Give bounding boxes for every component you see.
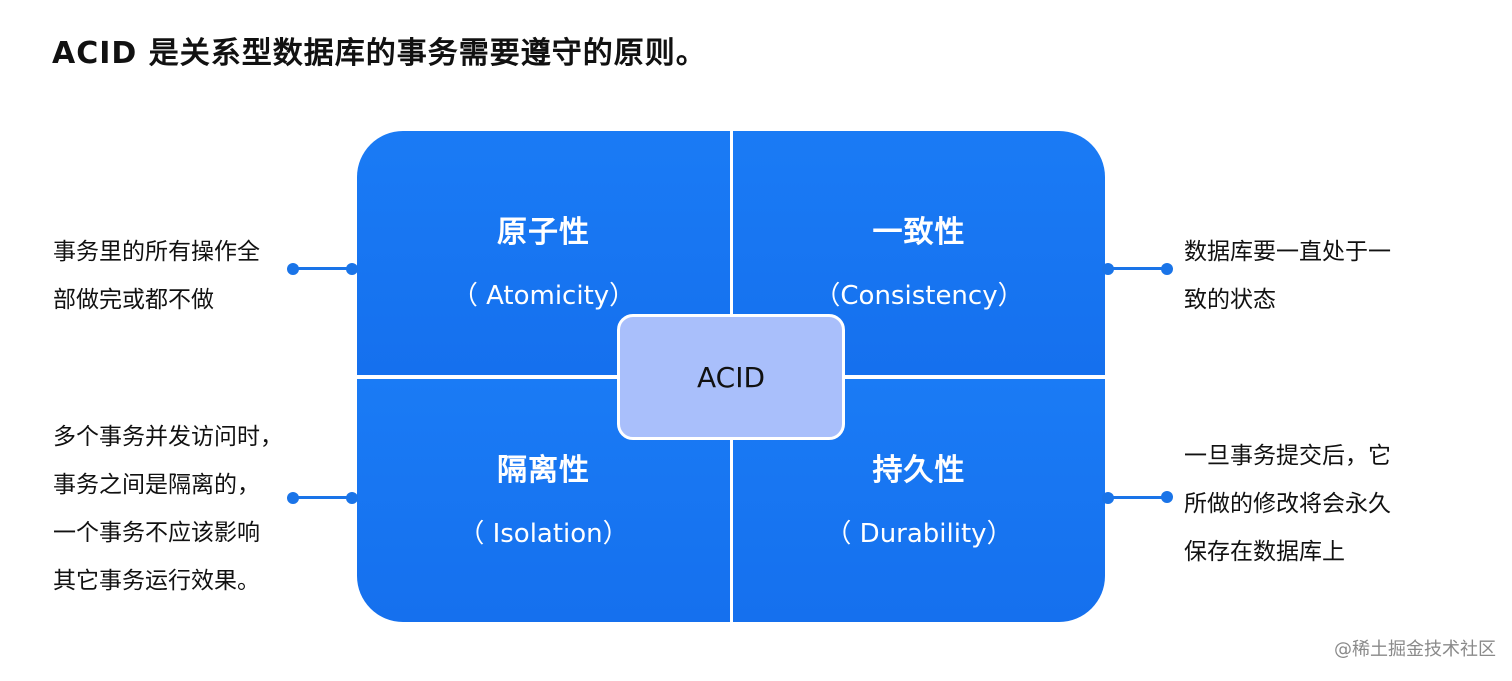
acid-grid: 原子性 （ Atomicity） 一致性 （Consistency） 隔离性 （… [357,131,1105,622]
quadrant-subtitle-atomicity: （ Atomicity） [451,281,636,311]
description-line: 多个事务并发访问时， [53,424,283,450]
quadrant-title-durability: 持久性 [872,453,966,488]
quadrant-subtitle-durability: （ Durability） [825,519,1013,549]
connector-line [1110,496,1166,499]
description-line: 其它事务运行效果。 [53,568,260,594]
description-durability: 一旦事务提交后，它 所做的修改将会永久 保存在数据库上 [1184,432,1391,576]
connector-dot [1161,491,1173,503]
quadrant-subtitle-consistency: （Consistency） [814,281,1024,311]
description-line: 部做完或都不做 [53,287,214,313]
description-line: 所做的修改将会永久 [1184,491,1391,517]
connector-line [296,267,352,270]
acid-center-box: ACID [617,314,845,440]
quadrant-subtitle-isolation: （ Isolation） [458,519,629,549]
connector-line [1110,267,1166,270]
description-line: 事务之间是隔离的， [53,472,260,498]
description-line: 一旦事务提交后，它 [1184,443,1391,469]
connector-dot [287,492,299,504]
connector-dot [1102,263,1114,275]
quadrant-title-isolation: 隔离性 [497,453,590,488]
page-title: ACID 是关系型数据库的事务需要遵守的原则。 [52,36,707,71]
quadrant-title-atomicity: 原子性 [497,215,590,250]
connector-dot [287,263,299,275]
quadrant-title-consistency: 一致性 [872,215,966,250]
connector-dot [346,492,358,504]
description-line: 数据库要一直处于一 [1184,239,1391,265]
description-isolation: 多个事务并发访问时， 事务之间是隔离的， 一个事务不应该影响 其它事务运行效果。 [53,413,283,605]
description-atomicity: 事务里的所有操作全 部做完或都不做 [53,228,260,324]
connector-dot [346,263,358,275]
description-line: 事务里的所有操作全 [53,239,260,265]
connector-dot [1102,492,1114,504]
description-line: 致的状态 [1184,287,1276,313]
description-line: 保存在数据库上 [1184,539,1345,565]
connector-dot [1161,263,1173,275]
site-watermark: @稀土掘金技术社区 [1334,639,1496,660]
connector-line [296,496,352,499]
description-line: 一个事务不应该影响 [53,520,260,546]
description-consistency: 数据库要一直处于一 致的状态 [1184,228,1391,324]
